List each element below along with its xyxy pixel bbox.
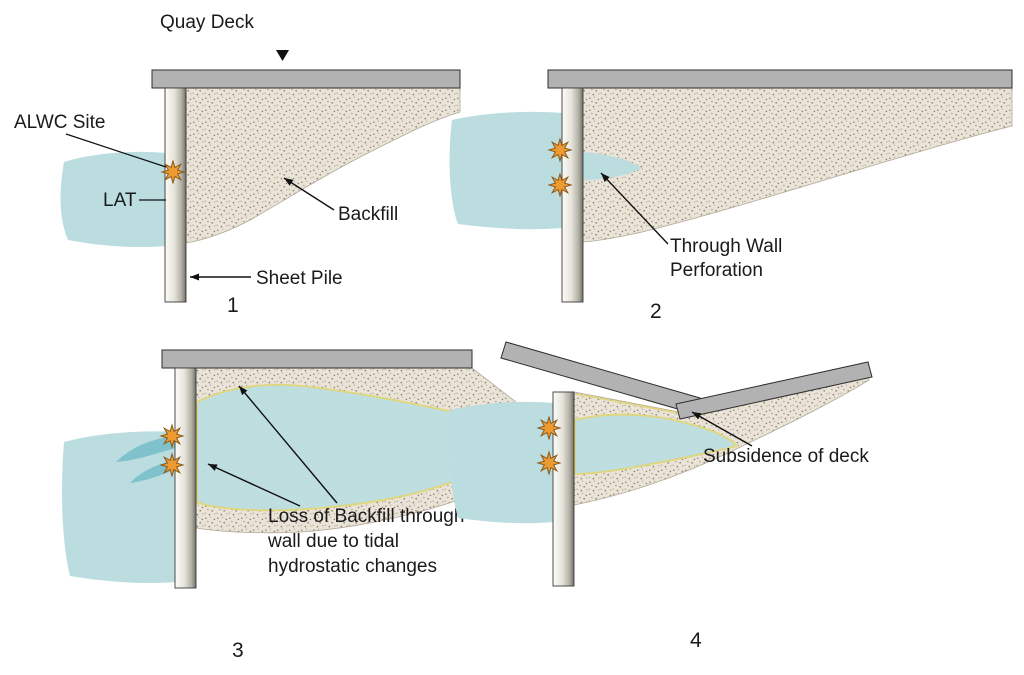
backfill-area [582, 87, 1013, 243]
subsidence-arrow [691, 411, 753, 447]
water-body [448, 401, 554, 524]
loss-arrow-upper [238, 385, 338, 504]
panel-number: 3 [232, 639, 244, 662]
water-body [60, 151, 166, 248]
quay-deck-slab [151, 69, 461, 89]
alwc-burst-icon [548, 173, 572, 197]
alwc-site-leader-line [65, 133, 167, 168]
water-body [449, 111, 563, 230]
subsidence-label: Subsidence of deck [703, 446, 869, 467]
quay-deck-label: Quay Deck [160, 12, 254, 33]
panel-2-through-wall-perforation: Through Wall Perforation 2 [449, 69, 1013, 323]
deck-pointer-icon [276, 50, 289, 61]
lat-label: LAT [103, 190, 137, 211]
sheet-pile [552, 391, 575, 587]
loss-arrow-lower [207, 463, 301, 507]
water-jet-icon [116, 436, 176, 462]
loss-label-line1: Loss of Backfill through [268, 506, 464, 527]
water-body [62, 431, 176, 584]
panel-number: 2 [650, 300, 662, 323]
panel-1-initial-alwc: Quay Deck ALWC Site LAT Backfill Sheet P… [14, 12, 461, 317]
loss-label-line2: wall due to tidal [267, 531, 399, 552]
perforation-arrow [600, 172, 669, 245]
backfill-label: Backfill [338, 204, 398, 225]
alwc-burst-icon [161, 160, 185, 184]
panel-number: 4 [690, 629, 702, 652]
alwc-burst-icon [548, 138, 572, 162]
panel-number: 1 [227, 294, 239, 317]
alwc-burst-icon [160, 424, 184, 448]
subsided-deck-slab-right [675, 361, 873, 420]
water-filled-backfill [574, 413, 739, 475]
alwc-burst-icon [537, 416, 561, 440]
sheet-pile [174, 367, 197, 589]
backfill-area [185, 87, 461, 244]
backfill-arrow [283, 177, 335, 211]
sheet-pile [164, 87, 187, 303]
quay-deck-slab [547, 69, 1013, 89]
through-wall-label-line2: Perforation [670, 260, 763, 281]
loss-label-line3: hydrostatic changes [268, 556, 437, 577]
alwc-burst-icon [537, 451, 561, 475]
sheet-pile-label: Sheet Pile [256, 268, 343, 289]
quay-deck-slab [161, 349, 473, 369]
panel-4-subsidence: Subsidence of deck 4 [448, 341, 873, 652]
sheet-pile [561, 87, 584, 303]
alwc-burst-icon [160, 453, 184, 477]
alwc-site-label: ALWC Site [14, 112, 106, 133]
through-wall-label-line1: Through Wall [670, 236, 782, 257]
